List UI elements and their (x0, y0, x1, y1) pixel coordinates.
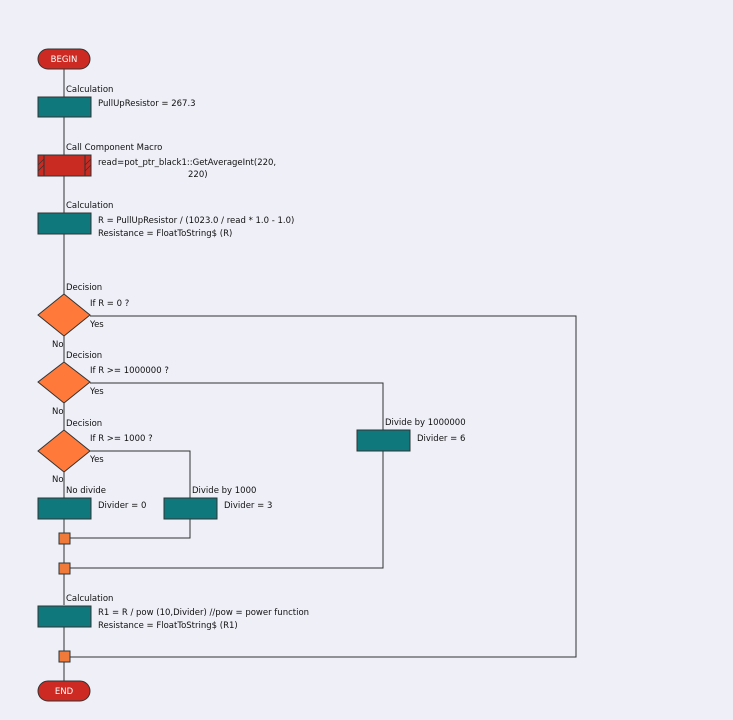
decision-r-kilo-no: No (52, 475, 64, 485)
calc-divide-1000-type: Divide by 1000 (192, 486, 256, 496)
calc-pullup-line-1: PullUpResistor = 267.3 (98, 99, 196, 109)
decision-r-zero[interactable]: Decision If R = 0 ? Yes No (37, 283, 129, 350)
decision-r-zero-no: No (52, 340, 64, 350)
macro-block[interactable]: Call Component Macro read=pot_ptr_black1… (37, 143, 276, 180)
junction-connector-1[interactable] (58, 532, 71, 545)
calc-no-divide-type: No divide (66, 486, 106, 496)
decision-r-mega[interactable]: Decision If R >= 1000000 ? Yes No (37, 351, 169, 417)
calc-r1-block[interactable]: Calculation R1 = R / pow (10,Divider) //… (37, 594, 309, 631)
calc-r1-line-2: Resistance = FloatToString$ (R1) (98, 621, 238, 631)
decision-r-zero-yes: Yes (89, 320, 104, 330)
calc-resistance-line-1: R = PullUpResistor / (1023.0 / read * 1.… (98, 216, 294, 226)
end-terminal[interactable]: END (37, 680, 91, 702)
calc-pullup-type: Calculation (66, 85, 113, 95)
end-label: END (55, 687, 74, 697)
begin-terminal[interactable]: BEGIN (37, 48, 91, 70)
decision-r-kilo-type: Decision (66, 419, 102, 429)
macro-type: Call Component Macro (66, 143, 162, 153)
calc-divide-1000000-line-1: Divider = 6 (417, 434, 465, 444)
calc-no-divide-line-1: Divider = 0 (98, 501, 146, 511)
calc-divide-1000000-type: Divide by 1000000 (385, 418, 466, 428)
decision-r-kilo[interactable]: Decision If R >= 1000 ? Yes No (37, 419, 153, 485)
flow-lines (63, 69, 577, 681)
begin-label: BEGIN (51, 55, 78, 65)
calc-divide-1000-line-1: Divider = 3 (224, 501, 272, 511)
decision-r-zero-type: Decision (66, 283, 102, 293)
calc-resistance-line-2: Resistance = FloatToString$ (R) (98, 229, 232, 239)
calc-no-divide-block[interactable]: No divide Divider = 0 (37, 486, 146, 520)
calc-divide-1000-block[interactable]: Divide by 1000 Divider = 3 (163, 486, 272, 520)
decision-r-zero-condition: If R = 0 ? (90, 299, 129, 309)
junction-connector-3[interactable] (58, 650, 71, 663)
decision-r-mega-condition: If R >= 1000000 ? (90, 366, 169, 376)
macro-line-1: read=pot_ptr_black1::GetAverageInt(220, (98, 158, 276, 168)
calc-divide-1000000-block[interactable]: Divide by 1000000 Divider = 6 (356, 418, 466, 452)
calc-pullup-block[interactable]: Calculation PullUpResistor = 267.3 (37, 85, 196, 118)
macro-line-2: 220) (188, 170, 208, 180)
decision-r-kilo-yes: Yes (89, 455, 104, 465)
decision-r-mega-no: No (52, 407, 64, 417)
junction-connector-2[interactable] (58, 562, 71, 575)
calc-resistance-block[interactable]: Calculation R = PullUpResistor / (1023.0… (37, 201, 294, 239)
decision-r-mega-type: Decision (66, 351, 102, 361)
decision-r-kilo-condition: If R >= 1000 ? (90, 434, 153, 444)
decision-r-mega-yes: Yes (89, 387, 104, 397)
calc-resistance-type: Calculation (66, 201, 113, 211)
calc-r1-type: Calculation (66, 594, 113, 604)
calc-r1-line-1: R1 = R / pow (10,Divider) //pow = power … (98, 608, 309, 618)
